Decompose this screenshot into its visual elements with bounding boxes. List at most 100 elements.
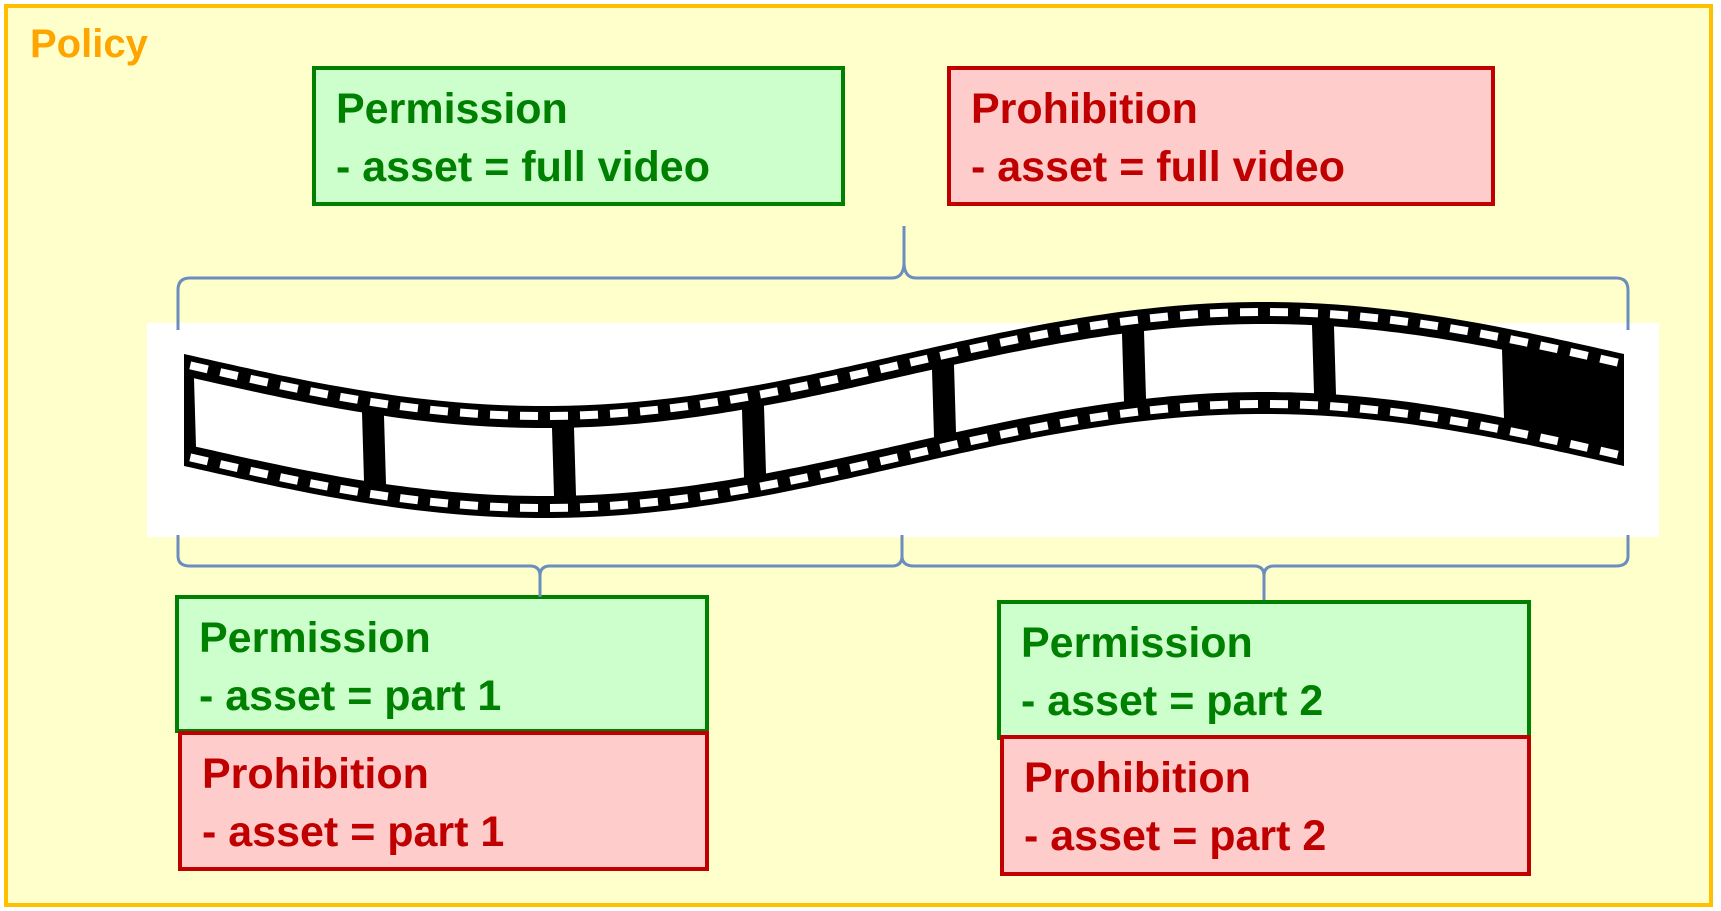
- film-frame: [1334, 326, 1504, 418]
- prohibition-full-video: Prohibition - asset = full video: [947, 66, 1495, 206]
- sprocket-hole: [489, 410, 509, 420]
- sprocket-hole: [909, 354, 929, 367]
- sprocket-hole: [1419, 319, 1439, 331]
- sprocket-hole: [1509, 427, 1529, 439]
- film-frame: [764, 369, 934, 474]
- sprocket-hole: [729, 392, 749, 404]
- prohibition-heading: Prohibition: [202, 750, 429, 798]
- sprocket-hole: [309, 387, 329, 399]
- sprocket-hole: [999, 335, 1019, 347]
- sprocket-hole: [519, 503, 539, 513]
- sprocket-hole: [219, 460, 239, 472]
- sprocket-hole: [1269, 307, 1289, 317]
- sprocket-hole: [429, 405, 449, 416]
- sprocket-hole: [1509, 335, 1529, 347]
- sprocket-hole: [1239, 399, 1259, 409]
- film-frame: [1144, 324, 1314, 399]
- permission-part-2: Permission - asset = part 2: [997, 600, 1531, 740]
- sprocket-hole: [189, 453, 209, 466]
- sprocket-hole: [1119, 407, 1139, 418]
- sprocket-hole: [1479, 421, 1499, 433]
- policy-title: Policy: [30, 22, 148, 66]
- sprocket-hole: [1029, 329, 1049, 341]
- sprocket-hole: [849, 460, 869, 472]
- sprocket-hole: [549, 411, 569, 421]
- sprocket-hole: [699, 489, 719, 501]
- sprocket-hole: [639, 405, 659, 416]
- sprocket-hole: [459, 500, 479, 510]
- sprocket-hole: [879, 453, 899, 466]
- sprocket-hole: [429, 497, 449, 508]
- prohibition-part-1: Prohibition - asset = part 1: [178, 731, 709, 871]
- sprocket-hole: [969, 341, 989, 354]
- sprocket-hole: [1149, 404, 1169, 415]
- prohibition-heading: Prohibition: [971, 85, 1198, 133]
- sprocket-hole: [849, 368, 869, 380]
- sprocket-hole: [1449, 416, 1469, 428]
- film-frame: [574, 409, 744, 496]
- sprocket-hole: [789, 381, 809, 393]
- sprocket-hole: [609, 408, 629, 418]
- prohibition-heading: Prohibition: [1024, 754, 1251, 802]
- sprocket-hole: [1539, 341, 1559, 354]
- sprocket-hole: [249, 466, 269, 479]
- sprocket-hole: [1389, 315, 1409, 326]
- prohibition-asset: - asset = part 2: [1024, 812, 1327, 860]
- sprocket-hole: [1059, 324, 1079, 336]
- sprocket-hole: [1449, 324, 1469, 336]
- sprocket-hole: [1119, 315, 1139, 326]
- sprocket-hole: [609, 500, 629, 510]
- sprocket-hole: [759, 479, 779, 491]
- brace-part-2: [900, 535, 1630, 600]
- sprocket-hole: [1149, 312, 1169, 323]
- sprocket-hole: [669, 402, 689, 413]
- sprocket-hole: [1059, 416, 1079, 428]
- permission-heading: Permission: [1021, 619, 1253, 667]
- sprocket-hole: [939, 440, 959, 452]
- sprocket-hole: [939, 348, 959, 360]
- sprocket-hole: [1359, 312, 1379, 323]
- brace-part-1: [176, 535, 904, 597]
- sprocket-hole: [399, 402, 419, 413]
- sprocket-hole: [669, 494, 689, 505]
- sprocket-hole: [1299, 308, 1319, 318]
- sprocket-hole: [579, 502, 599, 512]
- sprocket-hole: [1329, 402, 1349, 412]
- sprocket-hole: [1599, 446, 1619, 459]
- sprocket-hole: [1539, 433, 1559, 446]
- sprocket-hole: [1389, 407, 1409, 418]
- sprocket-hole: [1599, 354, 1619, 367]
- sprocket-hole: [369, 397, 389, 409]
- sprocket-hole: [1479, 329, 1499, 341]
- brace-full-video: [176, 226, 1630, 330]
- prohibition-asset: - asset = part 1: [202, 808, 505, 856]
- permission-full-video: Permission - asset = full video: [312, 66, 845, 206]
- sprocket-hole: [969, 433, 989, 446]
- sprocket-hole: [369, 489, 389, 501]
- film-frame: [384, 415, 554, 496]
- sprocket-hole: [249, 374, 269, 387]
- sprocket-hole: [789, 473, 809, 485]
- sprocket-hole: [1209, 400, 1229, 410]
- sprocket-hole: [1299, 400, 1319, 410]
- sprocket-hole: [1269, 399, 1289, 409]
- sprocket-hole: [279, 473, 299, 485]
- sprocket-hole: [399, 494, 419, 505]
- sprocket-hole: [1359, 404, 1379, 415]
- sprocket-hole: [1569, 440, 1589, 452]
- film-frame: [194, 378, 364, 481]
- sprocket-hole: [519, 411, 539, 421]
- film-frame: [954, 333, 1124, 433]
- sprocket-hole: [549, 503, 569, 513]
- prohibition-asset: - asset = full video: [971, 143, 1345, 191]
- sprocket-hole: [579, 410, 599, 420]
- sprocket-hole: [1239, 307, 1259, 317]
- sprocket-hole: [879, 361, 899, 374]
- sprocket-hole: [1179, 402, 1199, 412]
- permission-part-1: Permission - asset = part 1: [175, 595, 709, 733]
- sprocket-hole: [309, 479, 329, 491]
- sprocket-hole: [1089, 319, 1109, 331]
- sprocket-hole: [1029, 421, 1049, 433]
- sprocket-hole: [729, 484, 749, 496]
- sprocket-hole: [339, 484, 359, 496]
